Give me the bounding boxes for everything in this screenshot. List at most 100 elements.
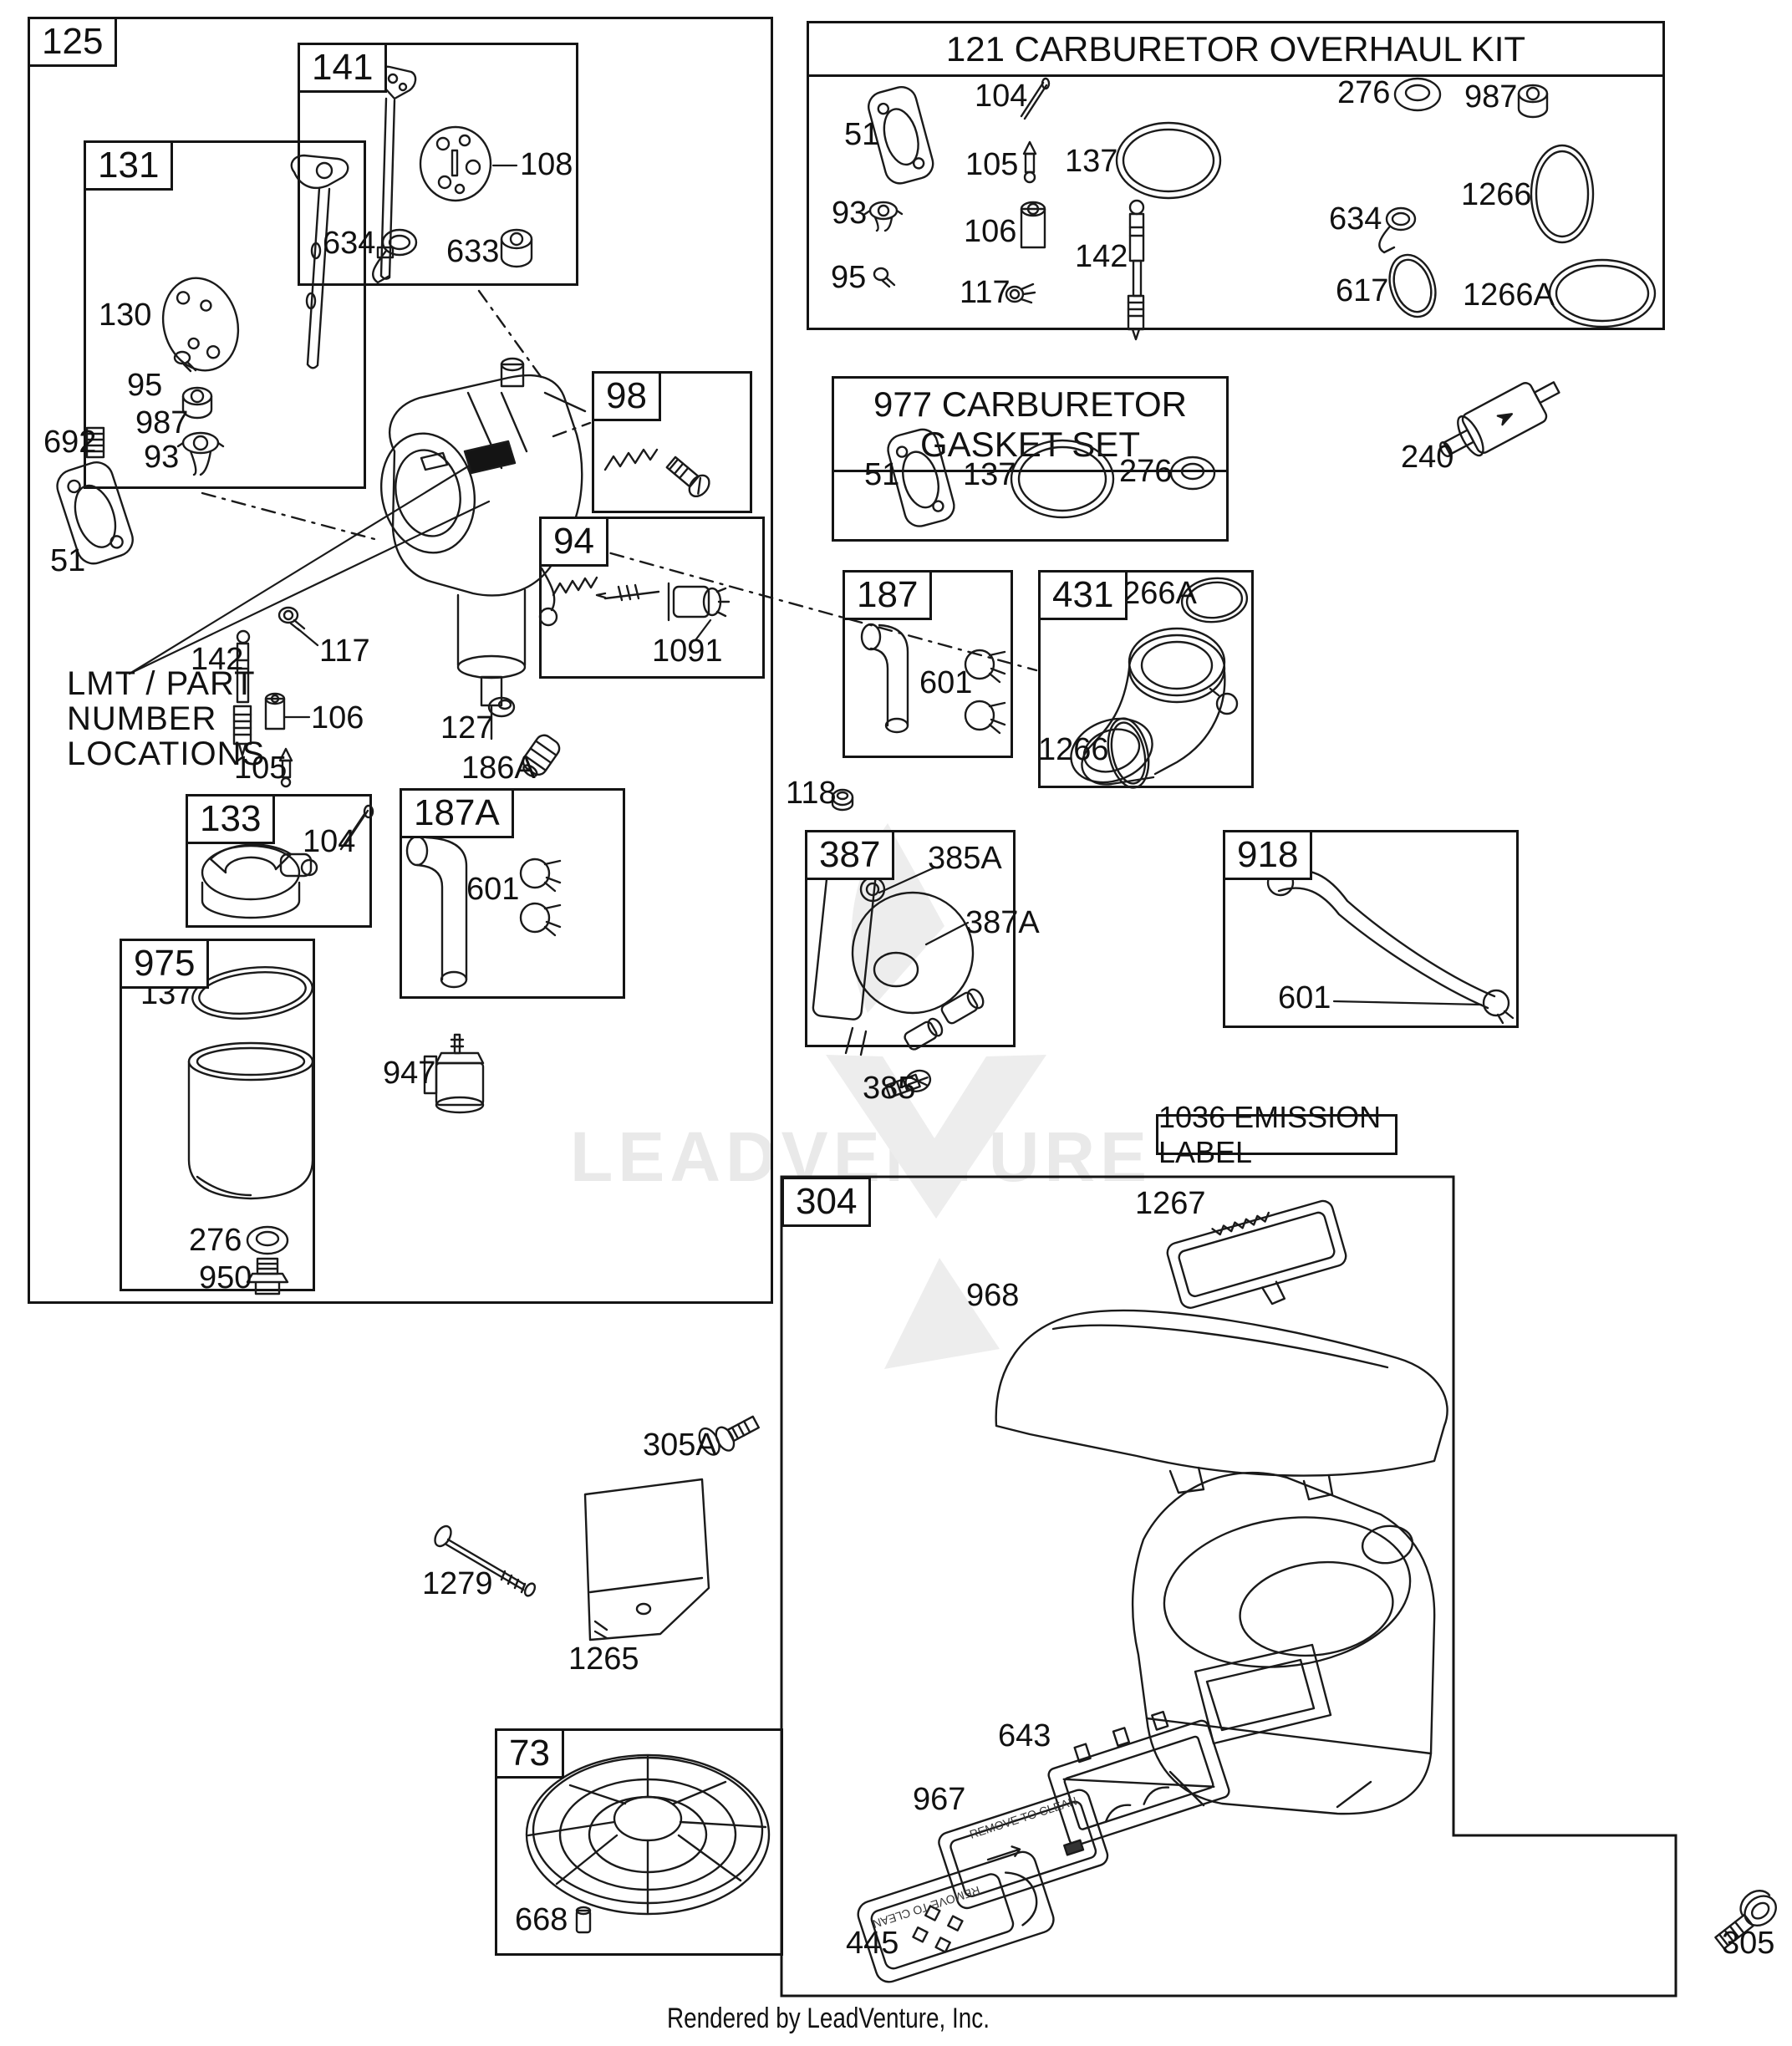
idle-spring-screw-98 [603, 448, 710, 498]
part-label-137-29: 137 [1065, 144, 1118, 179]
box-304-label: 304 [781, 1177, 872, 1228]
bushing-93-part [176, 431, 225, 476]
bowl-screw-117-part [277, 606, 306, 632]
spring-692-part [85, 426, 105, 459]
part-label-1265-57: 1265 [568, 1641, 639, 1677]
box-133 [186, 794, 372, 928]
lmt-note-line3: LOCATIONS [67, 735, 266, 772]
part-label-634-33: 634 [1329, 201, 1382, 237]
part-label-445-53: 445 [846, 1926, 899, 1961]
plug-127-part [487, 696, 516, 718]
part-label-117-10: 117 [319, 634, 370, 669]
part-label-127-13: 127 [440, 710, 494, 746]
set-gasket-51 [887, 428, 955, 527]
part-label-668-58: 668 [515, 1902, 568, 1937]
throttle-plate-130 [161, 277, 240, 372]
bowl-washer-276-part [246, 1225, 289, 1255]
part-label-601-16: 601 [466, 872, 520, 907]
choke-plate-108 [419, 125, 492, 202]
part-label-130-0: 130 [99, 298, 152, 333]
part-label-987-2: 987 [135, 405, 189, 440]
bowl-oring-137-part [191, 966, 313, 1020]
box-121: 121 CARBURETOR OVERHAUL KIT [807, 21, 1665, 330]
base-gasket-445 [857, 1850, 1055, 1983]
kit-oring-1266 [1530, 144, 1595, 244]
kit-screw-117 [1005, 282, 1036, 304]
box-431-label: 431 [1038, 570, 1128, 621]
float-pin-104-part [339, 804, 374, 851]
mixture-needle-94 [552, 576, 731, 622]
fuel-filter-240 [1439, 381, 1560, 458]
part-label-950-19: 950 [199, 1260, 252, 1295]
part-label-1279-56: 1279 [422, 1566, 493, 1601]
part-label-1091-21: 1091 [652, 634, 723, 669]
part-label-1266A-36: 1266A [1463, 277, 1555, 313]
set-oring-137 [1010, 439, 1115, 519]
part-label-104-15: 104 [303, 824, 356, 859]
part-label-95-27: 95 [831, 260, 867, 295]
foam-element-967 [938, 1789, 1109, 1910]
part-label-987-32: 987 [1464, 79, 1518, 115]
part-label-1266-43: 1266 [1038, 732, 1109, 767]
part-label-633-6: 633 [446, 234, 500, 269]
spring-634-part [372, 228, 418, 284]
grommet-118 [831, 788, 854, 812]
part-label-617-34: 617 [1336, 273, 1389, 308]
kit-oring-1266A [1548, 258, 1657, 328]
part-label-51-37: 51 [864, 457, 900, 492]
box-98-label: 98 [592, 371, 661, 422]
part-label-240-40: 240 [1401, 440, 1454, 475]
rotating-screen-73 [525, 1753, 771, 1916]
kit-bushing-987 [1517, 84, 1549, 119]
part-label-108-4: 108 [520, 147, 573, 182]
box-975 [120, 939, 315, 1291]
box-131-label: 131 [84, 140, 174, 191]
choke-shaft-part [374, 65, 417, 280]
box-975-label: 975 [120, 939, 210, 990]
kit-screw-95 [873, 267, 896, 288]
part-label-104-23: 104 [975, 79, 1028, 114]
set-washer-276 [1169, 456, 1216, 491]
box-94-label: 94 [539, 517, 608, 567]
rendered-by-credit: Rendered by LeadVenture, Inc. [667, 2003, 990, 2034]
lmt-note-line2: NUMBER [67, 700, 217, 737]
part-label-142-30: 142 [1075, 239, 1128, 274]
part-label-95-1: 95 [127, 368, 163, 403]
box-187-label: 187 [843, 570, 933, 621]
part-label-385A-45: 385A [928, 841, 1002, 876]
breather-tube-187 [860, 623, 909, 734]
part-label-51-8: 51 [50, 543, 86, 578]
pointer-lines [128, 164, 1483, 1006]
part-label-276-31: 276 [1337, 75, 1391, 110]
box-304-outline [780, 1175, 1677, 1998]
needle-105-part [278, 747, 293, 788]
kit-bushing-93 [863, 201, 904, 232]
part-label-105-24: 105 [965, 147, 1019, 182]
part-label-276-18: 276 [189, 1223, 242, 1258]
kit-spring-634 [1378, 206, 1417, 254]
lmt-note-line1: LMT / PART [67, 665, 256, 702]
part-label-51-22: 51 [844, 117, 880, 152]
part-label-601-48: 601 [1278, 980, 1331, 1015]
pump-bolt-385 [884, 1069, 932, 1099]
part-label-93-25: 93 [832, 196, 868, 231]
part-label-643-51: 643 [998, 1718, 1051, 1753]
box-73-label: 73 [495, 1728, 564, 1779]
part-label-692-7: 692 [43, 425, 97, 460]
part-label-601-41: 601 [919, 665, 973, 700]
part-label-968-50: 968 [966, 1278, 1020, 1313]
kit-pin-104 [1020, 77, 1051, 120]
part-label-186A-14: 186A [461, 751, 536, 786]
box-1036-title: 1036 EMISSION LABEL [1156, 1100, 1397, 1169]
part-label-93-3: 93 [144, 440, 180, 475]
box-918-label: 918 [1223, 830, 1313, 881]
box-94 [539, 517, 765, 679]
elbow-oring-1266A [1180, 577, 1249, 623]
bolt-305 [1714, 1890, 1777, 1950]
main-jet-142-part [232, 629, 252, 757]
kit-jet-142 [1127, 199, 1145, 341]
float-133-part [201, 843, 318, 919]
box-387-label: 387 [805, 830, 895, 881]
